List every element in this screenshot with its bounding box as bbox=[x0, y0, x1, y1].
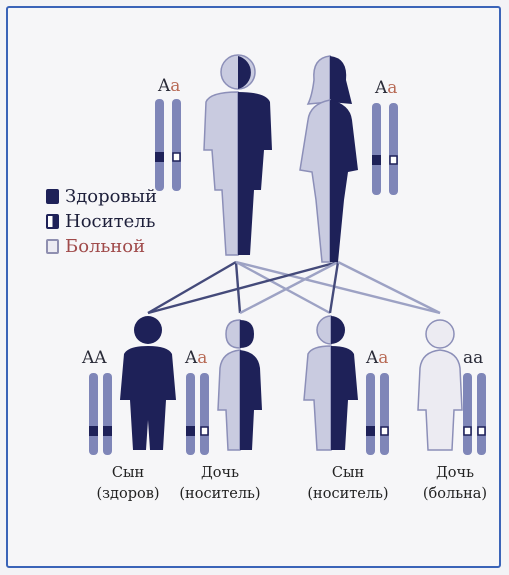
line-father-son1 bbox=[148, 262, 236, 313]
mother-chromosomes bbox=[372, 103, 398, 195]
daughter-sick-caption: Дочь (больна) bbox=[410, 463, 500, 505]
legend-healthy: Здоровый bbox=[46, 184, 157, 209]
legend-carrier-label: Носитель bbox=[65, 209, 155, 234]
mother-figure bbox=[300, 56, 358, 262]
father-figure bbox=[204, 55, 272, 255]
daughter-sick-figure bbox=[418, 320, 462, 450]
legend: Здоровый Носитель Больной bbox=[46, 184, 157, 259]
father-chromosomes bbox=[155, 99, 181, 191]
caption-role: Дочь bbox=[410, 463, 500, 484]
son-healthy-caption: Сын (здоров) bbox=[88, 463, 168, 505]
daughter-carrier-chromosomes bbox=[186, 373, 209, 455]
daughter-carrier-genotype: Aa bbox=[185, 348, 207, 368]
son-carrier-figure bbox=[304, 316, 358, 450]
son-carrier-genotype: Aa bbox=[366, 348, 388, 368]
son-healthy-chromosomes bbox=[89, 373, 112, 455]
caption-status: (здоров) bbox=[88, 484, 168, 505]
father-genotype: Aa bbox=[158, 76, 180, 96]
son-carrier-caption: Сын (носитель) bbox=[298, 463, 398, 505]
caption-role: Сын bbox=[88, 463, 168, 484]
daughter-sick-chromosomes bbox=[463, 373, 486, 455]
caption-role: Дочь bbox=[170, 463, 270, 484]
line-mother-son1 bbox=[148, 262, 338, 313]
line-mother-daughter2 bbox=[338, 262, 440, 313]
legend-carrier: Носитель bbox=[46, 209, 157, 234]
son-healthy-genotype: AA bbox=[82, 348, 107, 368]
mother-genotype: Aa bbox=[375, 78, 397, 98]
legend-sick-label: Больной bbox=[65, 234, 145, 259]
line-mother-daughter1 bbox=[240, 262, 338, 313]
caption-status: (носитель) bbox=[170, 484, 270, 505]
daughter-sick-genotype: aa bbox=[463, 348, 483, 368]
caption-status: (больна) bbox=[410, 484, 500, 505]
daughter-carrier-figure bbox=[218, 320, 262, 450]
healthy-swatch-icon bbox=[46, 189, 59, 204]
legend-sick: Больной bbox=[46, 234, 157, 259]
sick-swatch-icon bbox=[46, 239, 59, 254]
caption-status: (носитель) bbox=[298, 484, 398, 505]
son-healthy-figure bbox=[120, 316, 176, 450]
daughter-carrier-caption: Дочь (носитель) bbox=[170, 463, 270, 505]
inheritance-lines bbox=[148, 262, 440, 313]
caption-role: Сын bbox=[298, 463, 398, 484]
carrier-swatch-icon bbox=[46, 214, 59, 229]
son-carrier-chromosomes bbox=[366, 373, 389, 455]
line-father-son2 bbox=[236, 262, 330, 313]
legend-healthy-label: Здоровый bbox=[65, 184, 157, 209]
